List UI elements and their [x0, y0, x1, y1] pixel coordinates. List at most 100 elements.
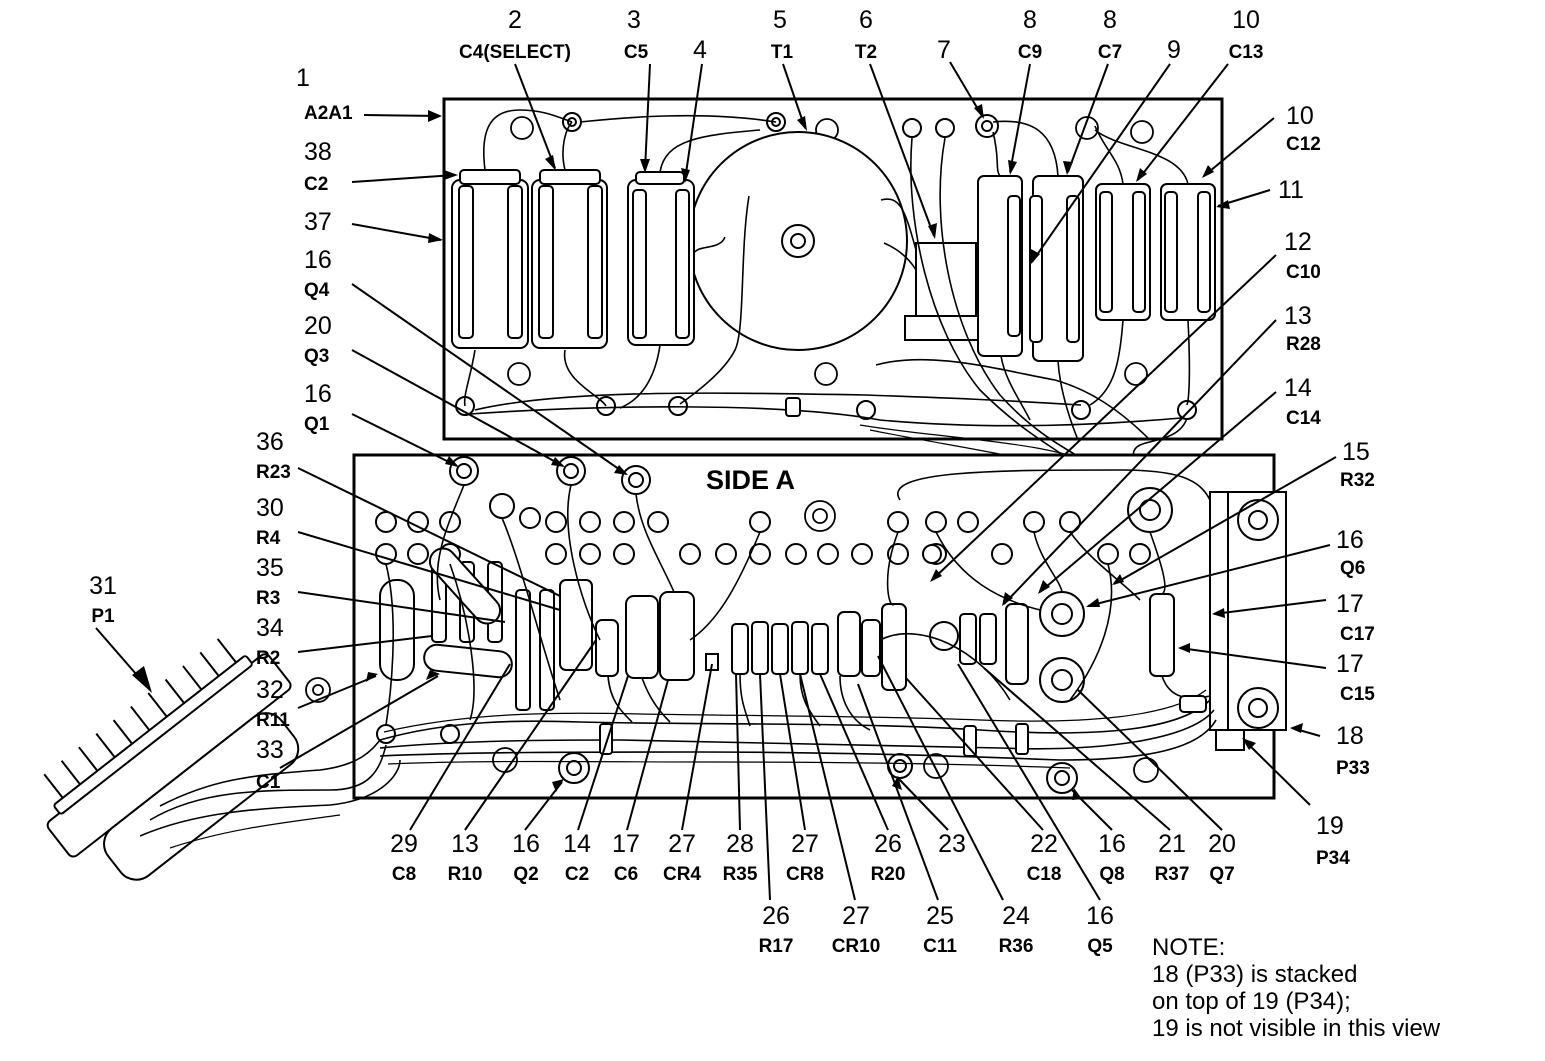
- callout-reference: T2: [855, 42, 877, 63]
- callout-reference: Q1: [304, 414, 330, 435]
- callout-number: 16: [1086, 902, 1114, 930]
- callout-reference: R4: [256, 528, 281, 549]
- callout-reference: C17: [1340, 624, 1375, 645]
- callout-number: 36: [256, 428, 284, 456]
- callout-number: 27: [791, 830, 819, 858]
- callout-reference: C18: [1027, 864, 1062, 885]
- callout-reference: C2: [565, 864, 589, 885]
- callout-number: 13: [1284, 302, 1312, 330]
- callout-reference: Q8: [1099, 864, 1124, 885]
- callout-number: 21: [1158, 830, 1186, 858]
- callout-number: 37: [304, 208, 332, 236]
- callout-reference: R20: [871, 864, 906, 885]
- callout-number: 28: [726, 830, 754, 858]
- callout-reference: C14: [1286, 408, 1321, 429]
- callout-reference: C2: [304, 174, 328, 195]
- callout-number: 9: [1167, 36, 1181, 64]
- callout-reference: C6: [614, 864, 638, 885]
- callout-reference: C15: [1340, 684, 1375, 705]
- callout-reference: P1: [91, 606, 115, 627]
- callout-number: 20: [304, 312, 332, 340]
- callout-number: 17: [612, 830, 640, 858]
- callout-reference: R2: [256, 648, 280, 669]
- callout-number: 10: [1232, 6, 1260, 34]
- callout-reference: C9: [1018, 42, 1042, 63]
- callout-reference: Q3: [304, 346, 329, 367]
- callout-reference: CR4: [663, 864, 701, 885]
- callout-number: 12: [1284, 228, 1312, 256]
- callout-number: 5: [773, 6, 787, 34]
- callout-reference: Q7: [1209, 864, 1234, 885]
- callout-reference: Q4: [304, 280, 330, 301]
- callout-reference: Q6: [1340, 558, 1365, 579]
- callout-number: 15: [1342, 438, 1370, 466]
- callout-number: 33: [256, 736, 284, 764]
- callout-number: 14: [1284, 374, 1312, 402]
- callout-number: 24: [1002, 902, 1030, 930]
- callout-number: 22: [1030, 830, 1058, 858]
- note-line: 19 is not visible in this view: [1152, 1015, 1441, 1042]
- note-line: 18 (P33) is stacked: [1152, 961, 1358, 988]
- callout-number: 8: [1103, 6, 1117, 34]
- callout-number: 2: [508, 6, 522, 34]
- connector-p1: [43, 638, 401, 881]
- callout-reference: R3: [256, 588, 280, 609]
- callout-number: 3: [627, 6, 641, 34]
- callout-reference: C10: [1286, 262, 1321, 283]
- callout-reference: R35: [723, 864, 758, 885]
- callout-number: 1: [296, 64, 310, 92]
- callout-number: 35: [256, 554, 284, 582]
- callout-number: 17: [1336, 590, 1364, 618]
- callout-number: 17: [1336, 650, 1364, 678]
- callout-reference: C4(SELECT): [459, 42, 571, 63]
- callout-reference: R37: [1155, 864, 1190, 885]
- callout-number: 16: [304, 246, 332, 274]
- callout-number: 27: [842, 902, 870, 930]
- callout-reference: R10: [448, 864, 483, 885]
- callout-reference: R28: [1286, 334, 1321, 355]
- callout-number: 8: [1023, 6, 1037, 34]
- callout-number: 4: [693, 36, 707, 64]
- callout-number: 29: [390, 830, 418, 858]
- callout-reference: A2A1: [304, 103, 353, 124]
- note: NOTE: 18 (P33) is stacked on top of 19 (…: [1152, 934, 1542, 1042]
- callout-number: 30: [256, 494, 284, 522]
- callout-number: 26: [762, 902, 790, 930]
- callout-reference: Q5: [1087, 936, 1113, 957]
- callout-reference: P34: [1316, 848, 1350, 869]
- callout-number: 19: [1316, 812, 1344, 840]
- callout-reference: R17: [759, 936, 794, 957]
- callout-reference: CR10: [832, 936, 881, 957]
- callout-number: 14: [563, 830, 591, 858]
- callout-number: 10: [1286, 102, 1314, 130]
- callout-number: 20: [1208, 830, 1236, 858]
- callout-number: 16: [1098, 830, 1126, 858]
- upper-board: [442, 97, 1224, 501]
- callout-reference: CR8: [786, 864, 824, 885]
- callout-number: 32: [256, 676, 284, 704]
- leader-lines: [95, 61, 1337, 901]
- callout-reference: C13: [1229, 42, 1264, 63]
- callout-number: 27: [668, 830, 696, 858]
- callout-number: 38: [304, 138, 332, 166]
- callout-reference: C5: [624, 42, 649, 63]
- callout-number: 11: [1278, 176, 1304, 204]
- callout-reference: C1: [256, 772, 281, 793]
- callout-reference: C8: [392, 864, 416, 885]
- callout-number: 7: [937, 36, 951, 64]
- callout-reference: T1: [771, 42, 794, 63]
- callout-number: 31: [89, 572, 117, 600]
- note-heading: NOTE:: [1152, 934, 1226, 961]
- callout-reference: Q2: [513, 864, 538, 885]
- callout-reference: R36: [999, 936, 1034, 957]
- callout-number: 16: [1336, 526, 1364, 554]
- callout-number: 16: [304, 380, 332, 408]
- callout-reference: R32: [1340, 470, 1375, 491]
- callout-number: 16: [512, 830, 540, 858]
- callout-number: 34: [256, 614, 284, 642]
- side-label: SIDE A: [706, 465, 795, 495]
- callout-number: 23: [938, 830, 966, 858]
- callout-reference: P33: [1336, 758, 1370, 779]
- callout-reference: R23: [256, 462, 291, 483]
